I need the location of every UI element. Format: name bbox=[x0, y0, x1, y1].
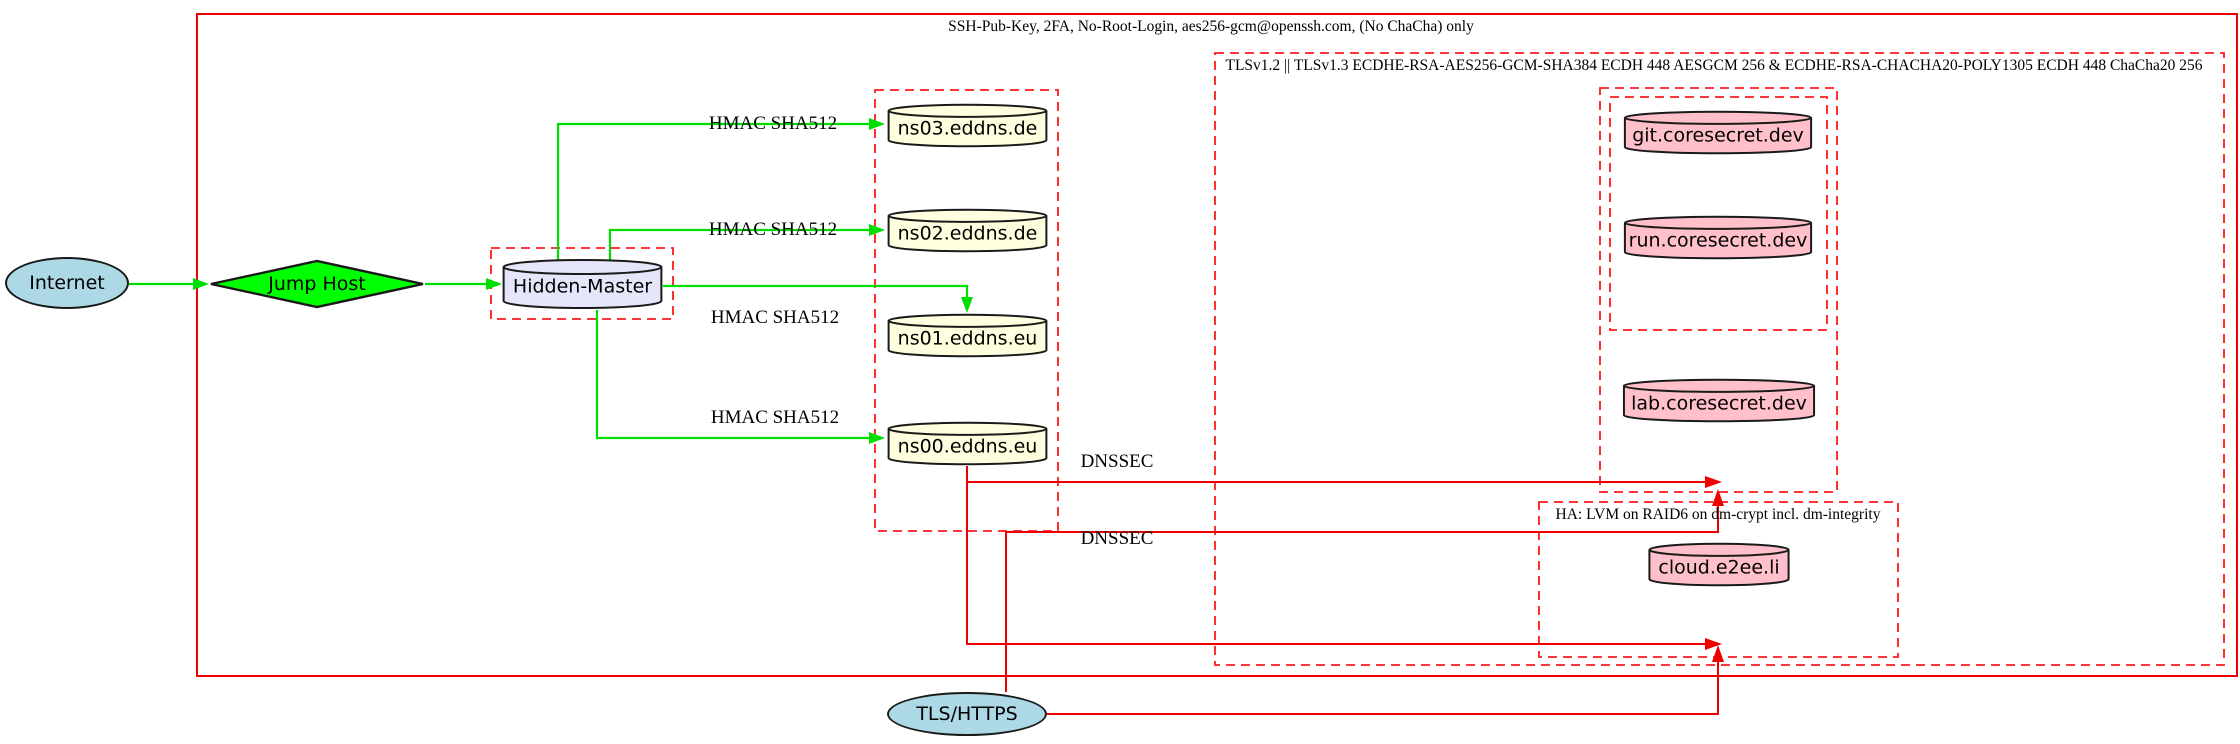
edge-hiddenmaster-ns03 bbox=[556, 122, 870, 262]
cylinder-shape bbox=[887, 208, 1048, 253]
node-hidden-master: Hidden-Master bbox=[502, 258, 663, 310]
cluster-ssh-box bbox=[196, 13, 2238, 677]
node-cloud: cloud.e2ee.li bbox=[1648, 542, 1790, 587]
cylinder-shape bbox=[887, 421, 1048, 466]
edge-label-hmac-ns02: HMAC SHA512 bbox=[708, 219, 838, 240]
node-lab-label: lab.coresecret.dev bbox=[1631, 392, 1807, 415]
cluster-gitrun-box bbox=[1609, 96, 1828, 331]
node-jump-host: Jump Host bbox=[209, 259, 425, 309]
cylinder-shape bbox=[887, 103, 1048, 148]
node-ns00-label: ns00.eddns.eu bbox=[897, 435, 1038, 458]
node-git-label: git.coresecret.dev bbox=[1632, 124, 1804, 147]
arrowhead-ns02 bbox=[869, 224, 885, 236]
edge-label-dnssec-1: DNSSEC bbox=[1080, 451, 1154, 472]
node-git: git.coresecret.dev bbox=[1623, 110, 1813, 155]
node-run-label: run.coresecret.dev bbox=[1628, 229, 1808, 252]
node-ns02: ns02.eddns.de bbox=[887, 208, 1048, 253]
node-lab: lab.coresecret.dev bbox=[1622, 378, 1816, 423]
edge-label-dnssec-2: DNSSEC bbox=[1080, 528, 1154, 549]
node-ns02-label: ns02.eddns.de bbox=[897, 222, 1038, 245]
edge-hiddenmaster-ns01 bbox=[663, 284, 969, 298]
node-ns01: ns01.eddns.eu bbox=[887, 313, 1048, 358]
arrowhead-dnssec-ha bbox=[1705, 638, 1722, 650]
cylinder-shape bbox=[1648, 542, 1790, 587]
cylinder-shape bbox=[502, 258, 663, 310]
node-tls-https-label: TLS/HTTPS bbox=[916, 703, 1018, 725]
cluster-ssh-label: SSH-Pub-Key, 2FA, No-Root-Login, aes256-… bbox=[948, 18, 1474, 35]
edge-label-hmac-ns01: HMAC SHA512 bbox=[710, 307, 840, 328]
node-run: run.coresecret.dev bbox=[1623, 215, 1813, 260]
node-ns00: ns00.eddns.eu bbox=[887, 421, 1048, 466]
arrowhead-ns03 bbox=[869, 118, 885, 130]
node-ns03-label: ns03.eddns.de bbox=[897, 117, 1038, 140]
arrowhead-tlshttps-ha bbox=[1712, 645, 1724, 662]
edge-tlshttps-coresecret bbox=[1005, 505, 1719, 692]
edge-dnssec-ha bbox=[966, 466, 1706, 645]
cylinder-shape bbox=[887, 313, 1048, 358]
jump-host-diamond-shape bbox=[210, 259, 424, 309]
edge-dnssec-coresecret bbox=[966, 466, 1706, 483]
edge-tlshttps-ha bbox=[1047, 660, 1719, 715]
arrowhead-tlshttps-coresecret bbox=[1712, 489, 1724, 506]
edge-label-hmac-ns00: HMAC SHA512 bbox=[710, 407, 840, 428]
arrowhead-ns01 bbox=[961, 297, 973, 313]
node-tls-https: TLS/HTTPS bbox=[887, 692, 1047, 736]
cylinder-shape bbox=[1623, 110, 1813, 155]
arrowhead-ns00 bbox=[869, 432, 885, 444]
cylinder-shape bbox=[1622, 378, 1816, 423]
edge-hiddenmaster-ns00 bbox=[595, 310, 870, 440]
edge-label-hmac-ns03: HMAC SHA512 bbox=[708, 113, 838, 134]
node-jump-host-label: Jump Host bbox=[268, 273, 366, 295]
arrowhead-jumphost bbox=[193, 278, 209, 290]
arrowhead-hiddenmaster bbox=[486, 278, 502, 290]
edge-hiddenmaster-ns02 bbox=[608, 228, 870, 262]
arrowhead-dnssec-coresecret bbox=[1705, 476, 1722, 488]
cylinder-shape bbox=[1623, 215, 1813, 260]
cluster-eddns-box bbox=[874, 89, 1059, 532]
node-hidden-master-label: Hidden-Master bbox=[512, 275, 653, 298]
node-cloud-label: cloud.e2ee.li bbox=[1658, 556, 1780, 579]
node-internet-label: Internet bbox=[29, 272, 105, 294]
node-internet: Internet bbox=[5, 257, 129, 309]
cluster-ha-label: HA: LVM on RAID6 on dm-crypt incl. dm-in… bbox=[1555, 506, 1881, 523]
node-ns03: ns03.eddns.de bbox=[887, 103, 1048, 148]
cluster-coresecret-box bbox=[1599, 87, 1838, 493]
cluster-tls-label: TLSv1.2 || TLSv1.3 ECDHE-RSA-AES256-GCM-… bbox=[1225, 57, 2203, 74]
node-ns01-label: ns01.eddns.eu bbox=[897, 327, 1038, 350]
